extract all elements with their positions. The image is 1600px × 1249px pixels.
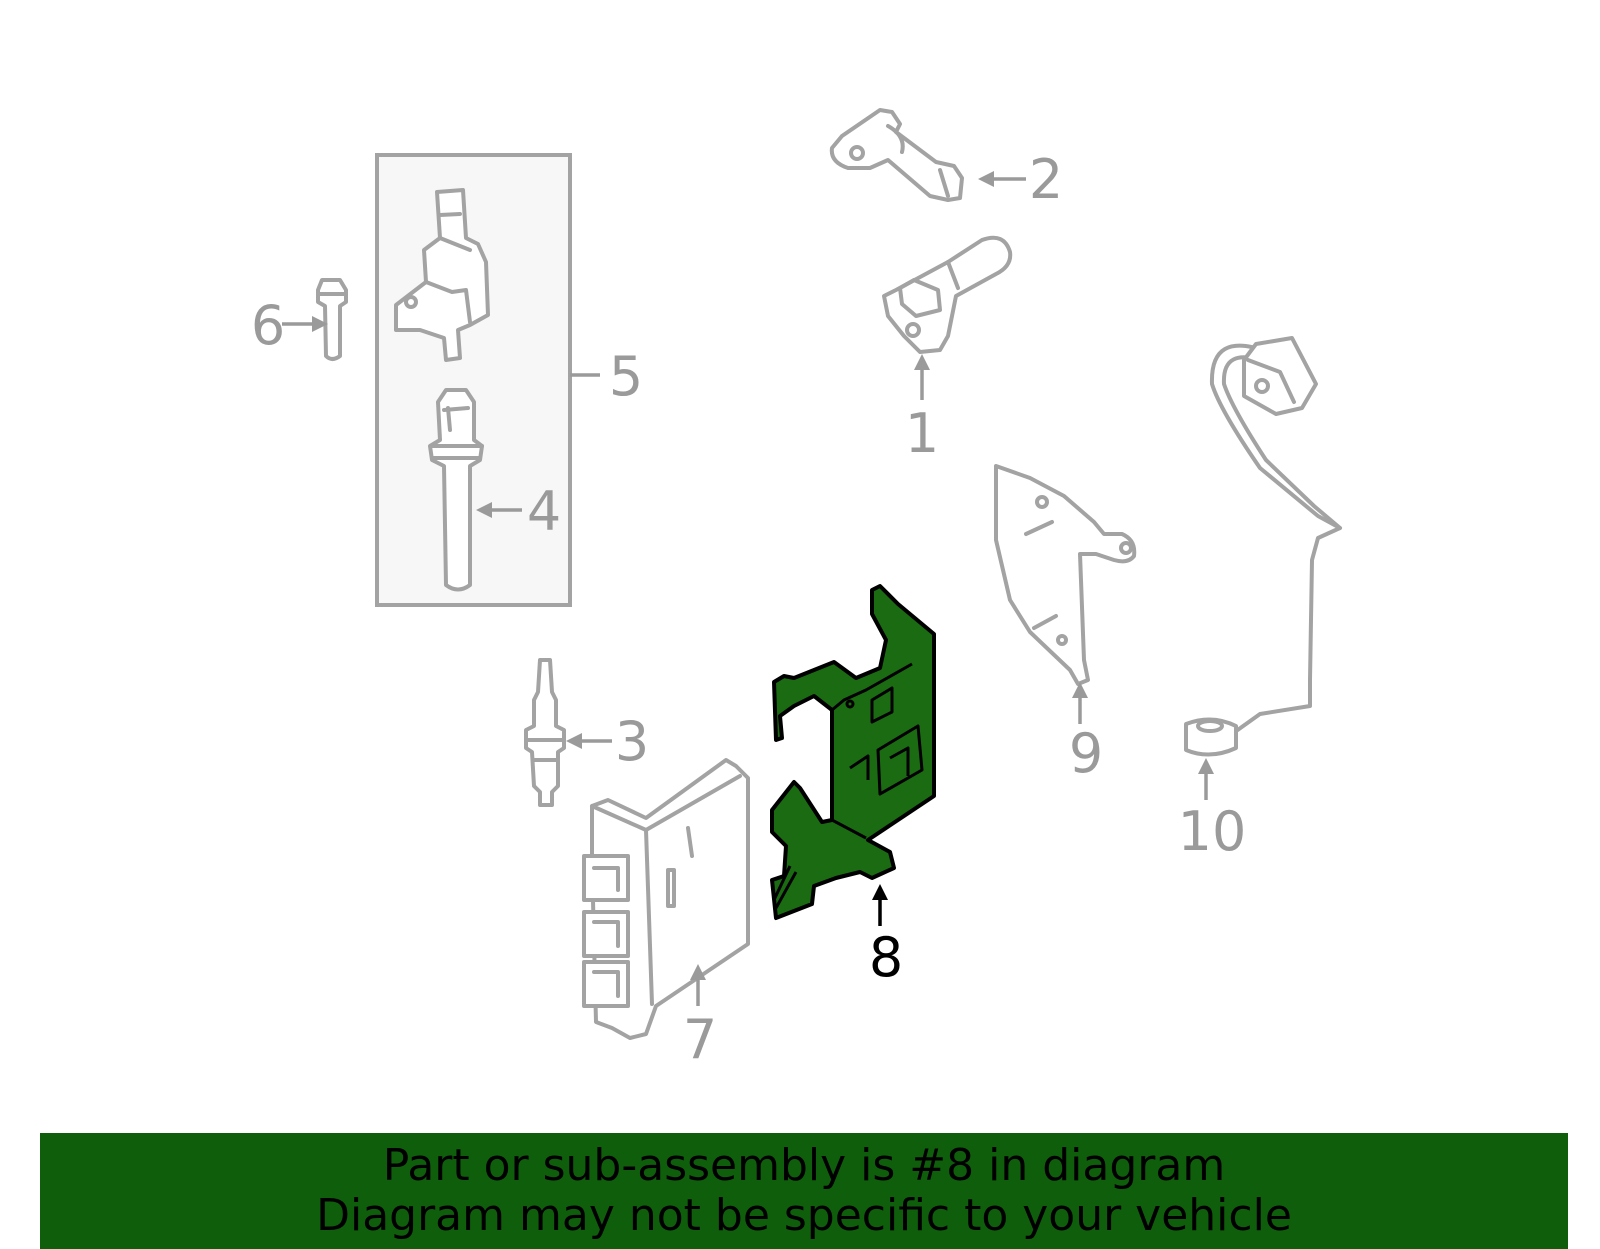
banner-line-part: Part or sub-assembly is #8 in diagram [382,1140,1226,1191]
callout-6: 6 [251,294,285,357]
part-ignition-coil[interactable] [394,188,490,362]
callout-1: 1 [905,402,939,465]
part-7-control-module[interactable] [582,758,750,1040]
callout-5: 5 [609,345,643,408]
callout-2: 2 [1029,148,1063,211]
part-5-assembly-box [375,153,572,607]
part-2-cam-sensor[interactable] [829,108,964,202]
callout-9: 9 [1069,722,1103,785]
callout-3: 3 [615,710,649,773]
info-banner: Part or sub-assembly is #8 in diagram Di… [40,1133,1568,1249]
callout-8: 8 [869,926,903,989]
part-3-spark-plug[interactable] [524,658,566,807]
banner-line-disclaimer: Diagram may not be specific to your vehi… [316,1190,1292,1241]
part-1-crank-sensor[interactable] [882,235,1013,354]
callout-7: 7 [683,1008,717,1071]
part-8-module-bracket[interactable] [770,584,936,920]
callout-4: 4 [527,480,561,543]
part-10-knock-sensor[interactable] [1184,336,1342,757]
leader-lines [282,171,1214,1006]
callout-10: 10 [1178,800,1247,863]
part-4-coil-boot[interactable] [428,388,484,592]
part-6-bolt[interactable] [316,278,348,361]
callout-labels: 1 2 3 4 5 6 7 8 9 10 [251,148,1247,1071]
part-9-bracket[interactable] [994,464,1137,686]
